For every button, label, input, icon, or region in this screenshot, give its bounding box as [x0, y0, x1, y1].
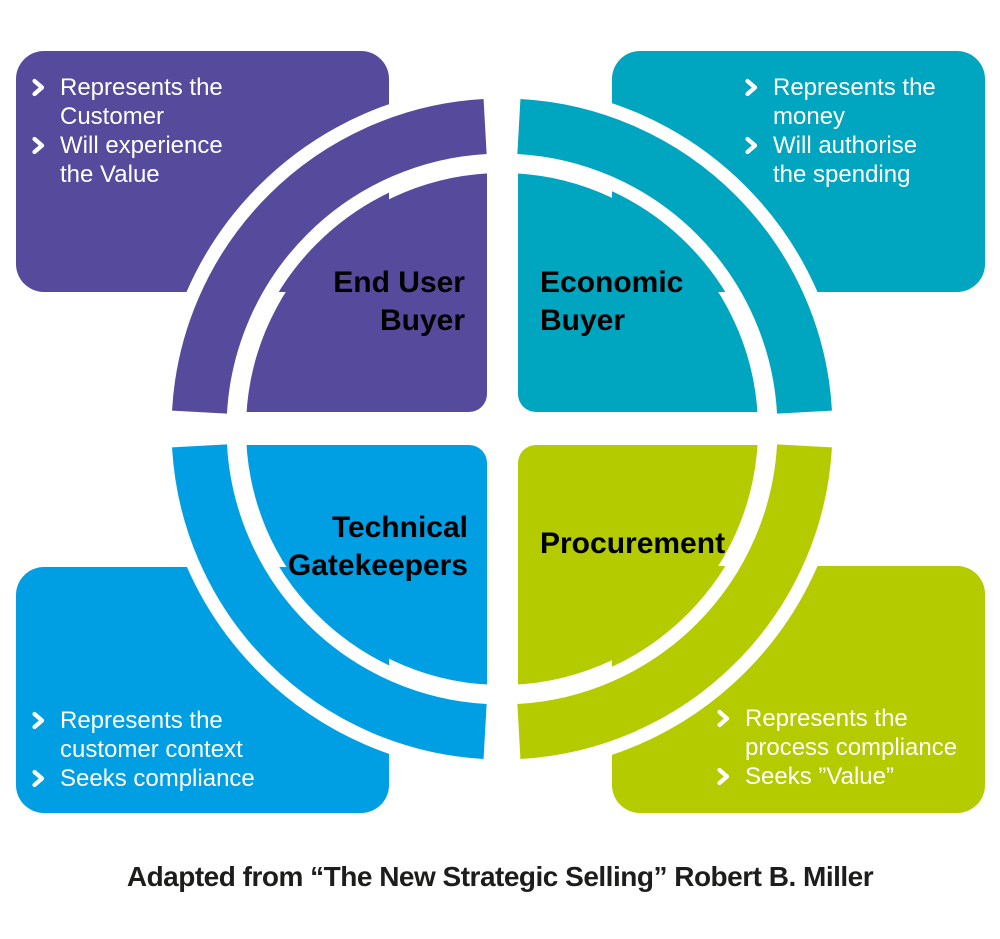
- label-end-user-buyer: End User Buyer: [333, 266, 465, 337]
- economic-arc: [517, 99, 832, 414]
- bullet-item: Will authorise the spending: [744, 131, 943, 189]
- chevron-right-icon: [31, 131, 60, 155]
- end-user-notes: Represents the Customer Will experience …: [31, 73, 245, 189]
- bullet-text: Seeks compliance: [60, 765, 255, 792]
- chevron-right-icon: [716, 762, 745, 786]
- chevron-right-icon: [744, 131, 773, 155]
- chevron-right-icon: [716, 704, 745, 728]
- label-economic-buyer: Economic Buyer: [540, 266, 684, 337]
- bullet-item: Represents the process compliance: [716, 704, 970, 762]
- bullet-item: Seeks ”Value”: [716, 762, 970, 791]
- bullet-item: Represents the Customer: [31, 73, 245, 131]
- technical-arc: [172, 444, 487, 759]
- chevron-right-icon: [31, 73, 60, 97]
- procurement-arc: [517, 444, 832, 759]
- source-caption: Adapted from “The New Strategic Selling”…: [126, 861, 874, 892]
- bullet-text: Will experience the Value: [60, 132, 223, 188]
- bullet-text: Represents the Customer: [60, 74, 223, 130]
- bullet-item: Represents the customer context: [31, 706, 270, 764]
- label-procurement: Procurement: [540, 527, 726, 560]
- technical-notes: Represents the customer context Seeks co…: [31, 706, 270, 793]
- bullet-item: Represents the money: [744, 73, 943, 131]
- bullet-text: Represents the customer context: [60, 707, 243, 763]
- label-technical-gatekeepers: Technical Gatekeepers: [287, 511, 468, 582]
- economic-notes: Represents the money Will authorise the …: [744, 73, 943, 189]
- chevron-right-icon: [31, 706, 60, 730]
- bullet-text: Will authorise the spending: [773, 132, 918, 188]
- end-user-arc: [172, 99, 487, 414]
- procurement-notes: Represents the process compliance Seeks …: [716, 704, 970, 791]
- bullet-text: Represents the process compliance: [745, 705, 958, 761]
- bullet-item: Will experience the Value: [31, 131, 245, 189]
- bullet-text: Represents the money: [773, 74, 936, 130]
- bullet-text: Seeks ”Value”: [745, 763, 894, 790]
- bullet-item: Seeks compliance: [31, 764, 270, 793]
- chevron-right-icon: [31, 764, 60, 788]
- chevron-right-icon: [744, 73, 773, 97]
